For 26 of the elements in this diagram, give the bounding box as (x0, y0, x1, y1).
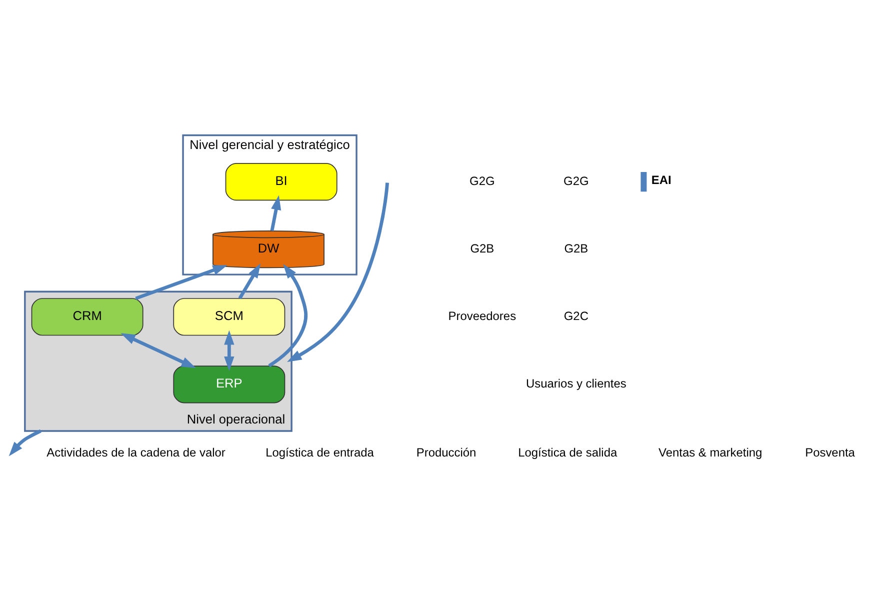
label: Ventas & marketing (658, 445, 762, 460)
label: Logística de salida (518, 445, 618, 460)
label: G2C (564, 309, 588, 324)
legend-label: EAI (651, 173, 672, 188)
label: G2G (470, 174, 495, 188)
node-box: BI (225, 163, 338, 201)
arrow (238, 263, 261, 300)
label: G2B (470, 242, 494, 256)
arrow (135, 265, 228, 300)
label: Usuarios y clientes (526, 376, 626, 391)
arrow (224, 330, 234, 372)
node-box: CRM (31, 298, 144, 336)
arrow (8, 429, 42, 456)
label: Proveedores (448, 309, 516, 324)
label: Actividades de la cadena de valor (46, 445, 226, 460)
arrow (270, 195, 282, 232)
arrow (120, 333, 196, 368)
label: G2G (564, 174, 589, 188)
arrow (287, 182, 389, 362)
node-box: ERP (173, 366, 286, 404)
arrow (268, 264, 308, 368)
label: G2B (564, 242, 588, 256)
label: Producción (416, 445, 476, 460)
label: Logística de entrada (266, 445, 374, 460)
node-box: SCM (173, 298, 286, 336)
label: Posventa (805, 445, 855, 460)
